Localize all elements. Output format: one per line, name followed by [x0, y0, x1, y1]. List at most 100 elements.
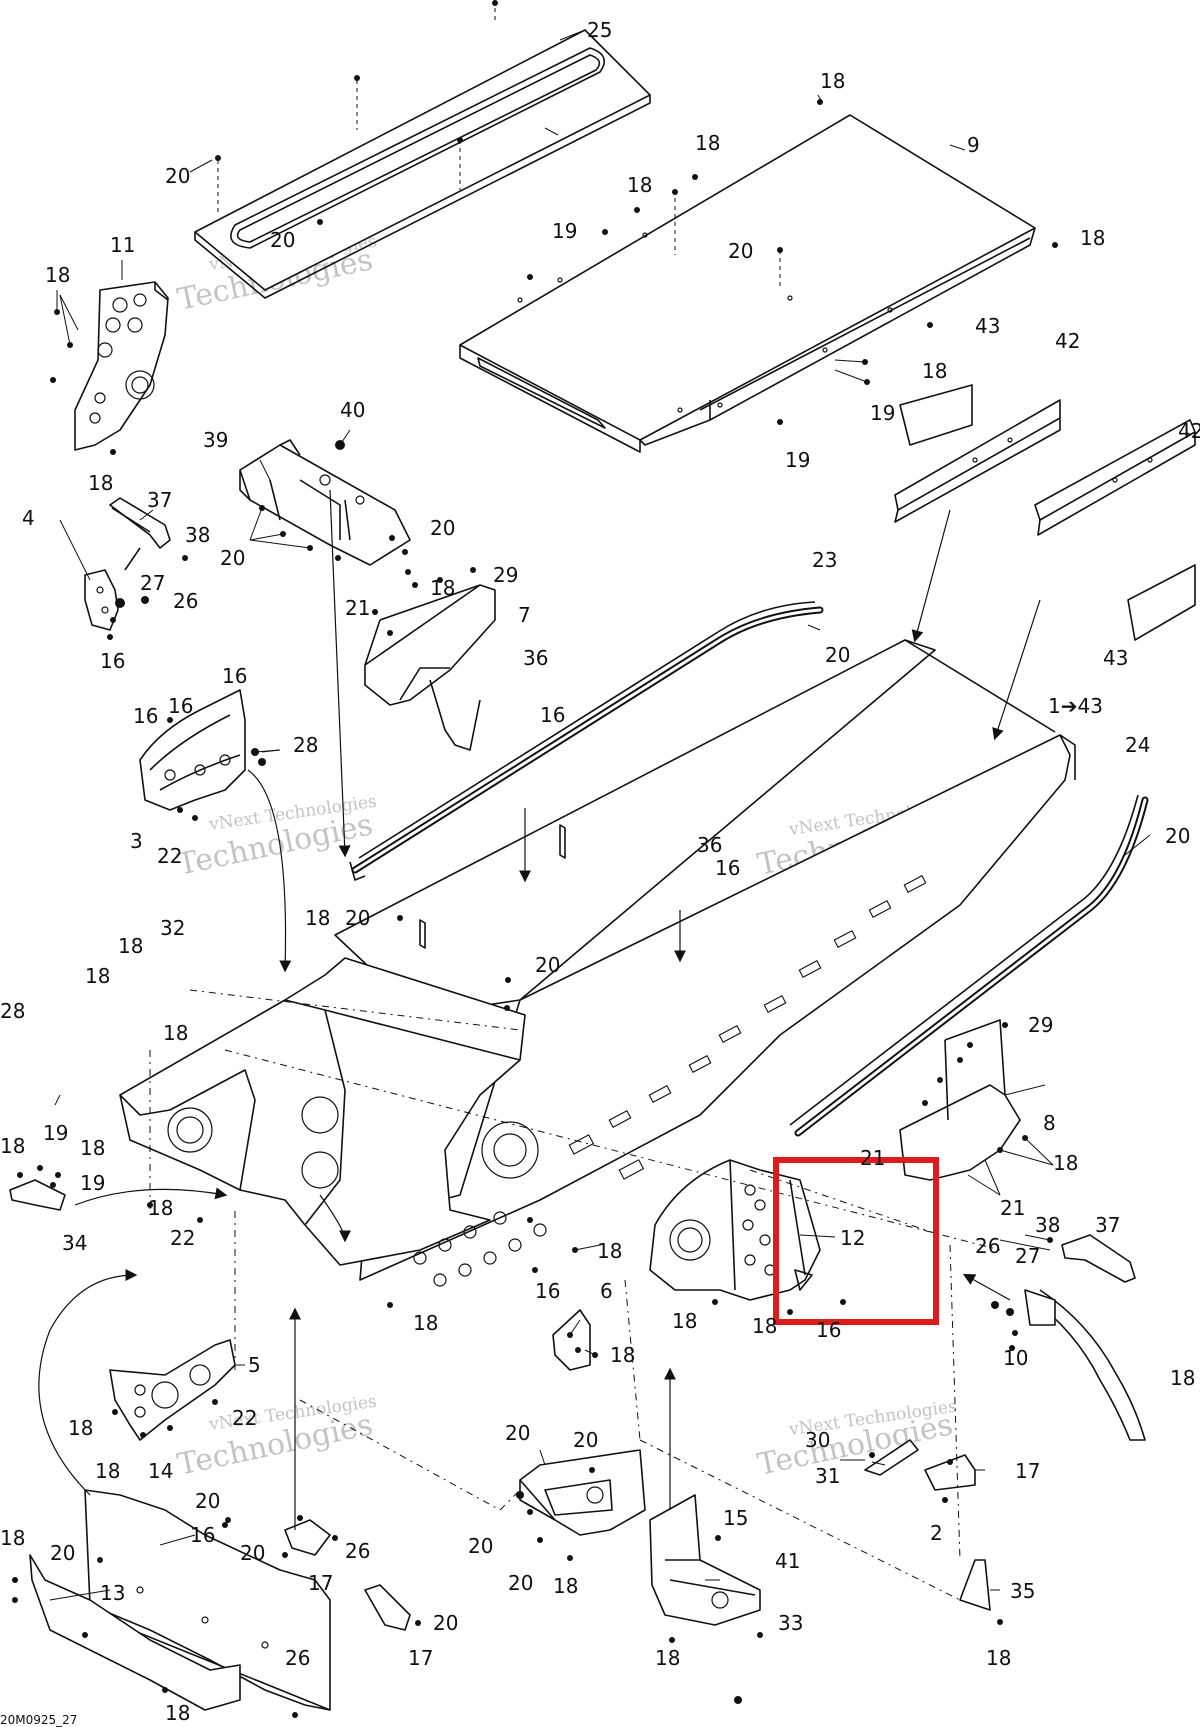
callout-label: 25 [587, 18, 612, 42]
callout-label: 3 [130, 829, 143, 853]
callout-label: 7 [518, 603, 531, 627]
part-34-clip [9, 1165, 66, 1211]
callout-label: 18 [85, 964, 110, 988]
callout-label: 18 [1080, 226, 1105, 250]
callout-label: 8 [1043, 1111, 1056, 1135]
callout-label: 20 [468, 1534, 493, 1558]
callout-label: 20 [220, 546, 245, 570]
callout-label: 18 [305, 906, 330, 930]
callout-label: 20 [270, 228, 295, 252]
callout-label: 43 [1103, 646, 1128, 670]
part-23-left-rail [349, 601, 824, 881]
callout-label: 18 [68, 1416, 93, 1440]
callout-label: 17 [308, 1571, 333, 1595]
callout-label: 31 [815, 1464, 840, 1488]
callout-label: 30 [805, 1428, 830, 1452]
callout-label: 21 [1000, 1196, 1025, 1220]
part-30-31-clips [864, 1439, 976, 1503]
callout-label: 18 [80, 1136, 105, 1160]
callout-label: 26 [173, 589, 198, 613]
callout-label: 20 [508, 1571, 533, 1595]
callout-label: 18 [413, 1311, 438, 1335]
callout-label: 42 [1055, 329, 1080, 353]
callout-label: 24 [1125, 733, 1150, 757]
callout-label: 17 [1015, 1459, 1040, 1483]
callout-label: 18 [672, 1309, 697, 1333]
callout-label: 21 [860, 1146, 885, 1170]
part-14-bracket [516, 1449, 646, 1561]
callout-label: 20 [195, 1489, 220, 1513]
callout-label: 10 [1003, 1346, 1028, 1370]
callout-label: 36 [523, 646, 548, 670]
callout-label: 18 [597, 1239, 622, 1263]
callout-label: 18 [0, 1526, 25, 1550]
callout-label: 4 [22, 506, 35, 530]
callout-label: 22 [157, 844, 182, 868]
callout-label: 18 [986, 1646, 1011, 1670]
callout-label: 26 [975, 1234, 1000, 1258]
callout-label: 18 [1053, 1151, 1078, 1175]
part-15-bracket [649, 1494, 763, 1704]
callout-label: 20 [240, 1541, 265, 1565]
callout-label: 16 [816, 1318, 841, 1342]
callout-label: 18 [0, 1134, 25, 1158]
assembly-lines [38, 489, 1041, 1601]
part-39-bracket [239, 439, 411, 566]
callout-label: 23 [812, 548, 837, 572]
callout-label: 20 [345, 906, 370, 930]
callout-label: 33 [778, 1611, 803, 1635]
callout-label: 16 [133, 704, 158, 728]
callout-label: 1➔43 [1048, 694, 1103, 718]
callout-label: 16 [540, 703, 565, 727]
part-25-tunnel-cover [194, 0, 651, 299]
callout-label: 16 [168, 694, 193, 718]
callout-label: 16 [535, 1279, 560, 1303]
callout-label: 16 [222, 664, 247, 688]
callout-labels: 25 18 9 18 18 20 20 19 20 18 11 18 18 43… [0, 18, 1200, 1725]
callout-label: 41 [775, 1549, 800, 1573]
callout-label: 22 [170, 1226, 195, 1250]
part-3-bracket [139, 689, 266, 821]
callout-label: 29 [493, 563, 518, 587]
part-12-bracket [649, 1159, 846, 1315]
callout-label: 42 [1178, 419, 1200, 443]
callout-label: 29 [1028, 1013, 1053, 1037]
callout-label: 43 [975, 314, 1000, 338]
callout-label: 38 [1035, 1213, 1060, 1237]
callout-label: 19 [80, 1171, 105, 1195]
part-11-bracket [50, 260, 169, 455]
callout-label: 19 [552, 219, 577, 243]
callout-label: 16 [715, 856, 740, 880]
callout-label: 11 [110, 233, 135, 257]
callout-label: 28 [0, 999, 25, 1023]
callout-label: 19 [43, 1121, 68, 1145]
callout-label: 18 [820, 69, 845, 93]
callout-label: 28 [293, 733, 318, 757]
callout-label: 18 [655, 1646, 680, 1670]
drawing-code: 20M0925_27 [0, 1713, 77, 1727]
callout-label: 18 [45, 263, 70, 287]
part-41-gusset [959, 1559, 1003, 1625]
callout-label: 16 [190, 1523, 215, 1547]
callout-label: 34 [62, 1231, 87, 1255]
part-43-42-angles [894, 384, 1196, 641]
highlight-box-part-12 [773, 1157, 939, 1325]
callout-label: 19 [870, 401, 895, 425]
callout-label: 22 [232, 1406, 257, 1430]
callout-label: 18 [627, 173, 652, 197]
callout-label: 39 [203, 428, 228, 452]
callout-label: 18 [88, 471, 113, 495]
callout-label: 12 [840, 1226, 865, 1250]
callout-label: 27 [140, 571, 165, 595]
callout-label: 9 [967, 133, 980, 157]
callout-label: 20 [430, 516, 455, 540]
part-13-33-brackets [222, 1515, 421, 1631]
part-2-35-lower-frame [12, 1489, 331, 1718]
part-9-rear-plate [459, 99, 1058, 453]
callout-label: 20 [1165, 824, 1190, 848]
part-6-bracket [552, 1309, 598, 1371]
callout-label: 20 [728, 239, 753, 263]
callout-label: 38 [185, 523, 210, 547]
callout-label: 18 [95, 1459, 120, 1483]
